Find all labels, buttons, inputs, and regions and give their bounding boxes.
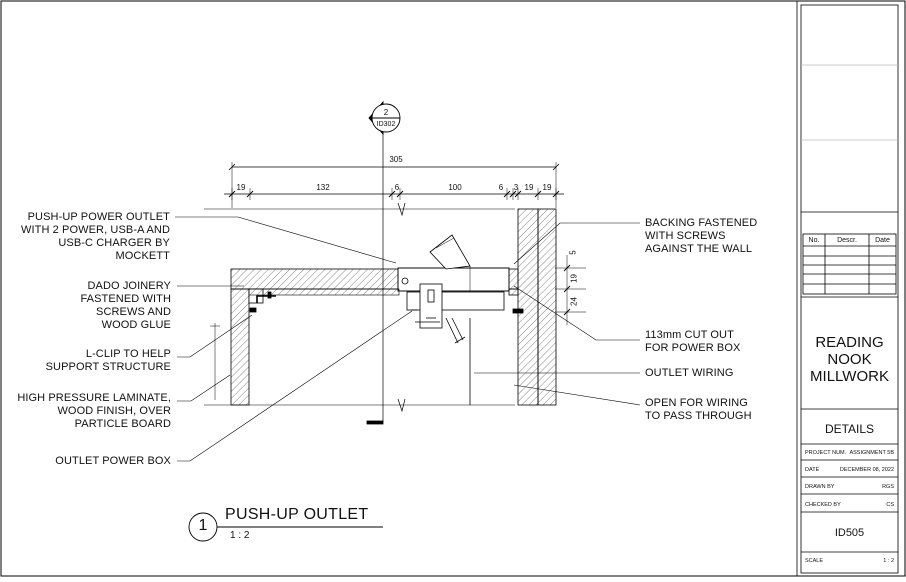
project-title: READING NOOK MILLWORK [810,334,889,385]
dimension-2: 132 [316,183,330,192]
dimension-3: 6 [394,183,400,192]
overall-dimension: 305 [389,155,403,164]
revision-header-date: Date [875,237,890,244]
side-dimension-1: 5 [568,250,578,255]
field-checked-value: CS [886,502,894,508]
field-drawn-label: DRAWN BY [805,484,835,490]
note-open-for-wiring: OPEN FOR WIRING TO PASS THROUGH [645,397,752,422]
millwork-section [204,118,586,425]
note-outlet-wiring: OUTLET WIRING [645,367,734,379]
detail-label-graphic [188,512,383,542]
note-l-clip: L-CLIP TO HELP SUPPORT STRUCTURE [45,348,171,373]
field-checked-label: CHECKED BY [805,502,841,508]
sheet-number: ID505 [834,527,865,539]
section-tag-sheet: ID302 [376,121,396,128]
revision-header-descr: Descr. [837,237,857,244]
side-dimension-3: 24 [569,297,579,306]
section-tag [368,100,401,136]
field-project-label: PROJECT NUM. [805,450,847,456]
leader-lines [175,216,641,462]
dimension-1: 19 [236,183,246,192]
dimension-4: 100 [448,183,462,192]
detail-scale: 1 : 2 [230,530,250,541]
dimension-8: 19 [542,183,552,192]
detail-title: PUSH-UP OUTLET [225,506,369,523]
dimension-5: 6 [498,183,504,192]
note-backing: BACKING FASTENED WITH SCREWS AGAINST THE… [645,217,758,255]
dimension-7: 19 [524,183,534,192]
section-tag-number: 2 [383,108,389,117]
note-outlet-power-box: OUTLET POWER BOX [55,455,171,467]
field-date-label: DATE [805,467,820,473]
note-laminate: HIGH PRESSURE LAMINATE, WOOD FINISH, OVE… [17,392,171,430]
scale-value: 1 : 2 [883,558,894,564]
note-push-up-outlet: PUSH-UP POWER OUTLET WITH 2 POWER, USB-A… [21,211,170,262]
field-project-value: ASSIGNMENT 5B [849,450,894,456]
side-dimension-2: 19 [569,274,579,283]
revision-header-no: No. [808,237,820,244]
dimension-6: 3 [513,183,519,192]
note-dado-joinery: DADO JOINERY FASTENED WITH SCREWS AND WO… [80,280,171,331]
note-cut-out: 113mm CUT OUT FOR POWER BOX [645,329,741,354]
field-drawn-value: RGS [882,484,894,490]
field-date-value: DECEMBER 08, 2022 [839,467,894,473]
detail-number: 1 [198,517,208,534]
sheet-title: DETAILS [824,422,875,436]
scale-label: SCALE [805,558,824,564]
title-block [796,1,899,576]
